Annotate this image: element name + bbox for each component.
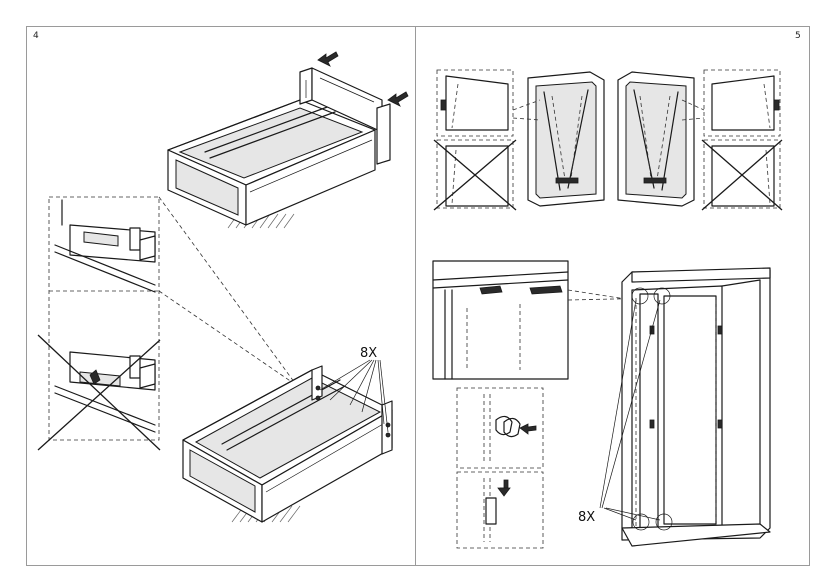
- top-rail-detail: [432, 260, 661, 380]
- quantity-callout-right: 8X: [578, 510, 596, 525]
- quantity-callout-left: 8X: [360, 346, 378, 361]
- step-number-right: 5: [795, 31, 801, 41]
- step-number-left: 4: [33, 31, 39, 41]
- callout-leaders-right: [599, 299, 661, 521]
- drawer-box-lower: [182, 365, 393, 523]
- callout-leaders-left: [319, 359, 389, 433]
- detail-inset-left: [37, 196, 319, 451]
- frame-orientation-diagram: [433, 69, 783, 211]
- clip-detail: [456, 387, 544, 469]
- insert-arrow-icon: [317, 51, 409, 107]
- clip-detail-installed: [456, 471, 544, 549]
- drawer-box-upper: [167, 67, 391, 229]
- page-divider: [415, 26, 416, 566]
- cabinet-frame-tall: [621, 267, 771, 547]
- page-frame: [26, 26, 810, 566]
